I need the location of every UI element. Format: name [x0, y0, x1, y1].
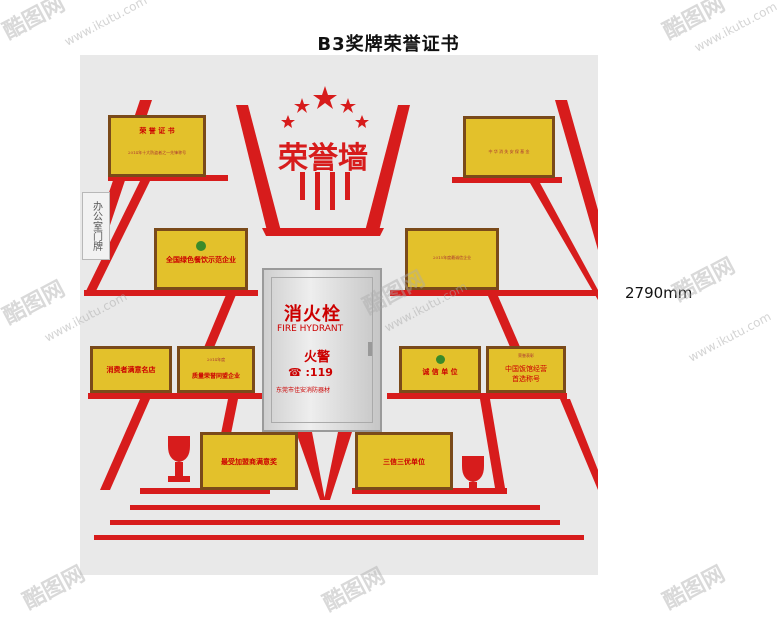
hydrant-subtitle: FIRE HYDRANT — [277, 324, 344, 334]
fire-hydrant-cabinet: 消火栓 FIRE HYDRANT 火警 ☎ :119 东莞市佳安消防器材 — [262, 268, 382, 432]
star-icon — [294, 98, 310, 113]
plaque-franchise-award: 最受加盟商满意奖 — [200, 432, 298, 490]
star-icon — [281, 115, 295, 128]
star-icon — [355, 115, 369, 128]
red-shelves — [84, 86, 598, 540]
plaque-green-catering: 全国绿色餐饮示范企业 — [154, 228, 248, 290]
plaque-consumer-satisfied: 消费者满意名店 — [90, 346, 172, 393]
trophy-icon — [168, 436, 190, 482]
star-icon — [340, 98, 356, 113]
wall-heading: 荣誉墙 — [278, 141, 368, 176]
v-bottom-bar — [262, 228, 384, 236]
page-title: B3奖牌荣誉证书 — [317, 34, 460, 55]
plaque-honor-certificate: 荣 誉 证 书 2014年十大防盗者之一先锋称号 — [108, 115, 206, 177]
emblem-icon — [435, 355, 445, 364]
trophy-icon — [462, 456, 484, 493]
plaque-security-fund: 中 华 消 失 安 保 基 金 — [463, 116, 555, 178]
plaque-integrity-unit: 诚 信 单 位 — [399, 346, 481, 393]
star-icon — [313, 86, 337, 109]
hydrant-title: 消火栓 — [284, 304, 341, 325]
company-name: 东莞市佳安消防器材 — [276, 387, 331, 394]
plaque-credit-enterprise: 2015年度最诚信企业 — [405, 228, 499, 290]
plaque-restaurant-title: 荣誉表彰 中国饭馆经营 首选称号 — [486, 346, 566, 393]
phone-number: ☎ :119 — [288, 366, 333, 379]
dimension-label: 2790mm — [625, 284, 693, 302]
fire-alarm-label: 火警 — [304, 350, 331, 365]
emblem-icon — [196, 241, 206, 251]
office-door-tag: 办公室门牌 — [82, 192, 110, 260]
wall-graphic: 荣誉墙 — [84, 86, 598, 540]
v-left-bar — [236, 105, 282, 235]
door-handle — [368, 342, 372, 356]
plaque-quality-alliance: 2014年度 质量荣誉同盟企业 — [177, 346, 255, 393]
v-right-bar — [364, 105, 410, 235]
plaque-three-credit: 三信三优单位 — [355, 432, 453, 490]
